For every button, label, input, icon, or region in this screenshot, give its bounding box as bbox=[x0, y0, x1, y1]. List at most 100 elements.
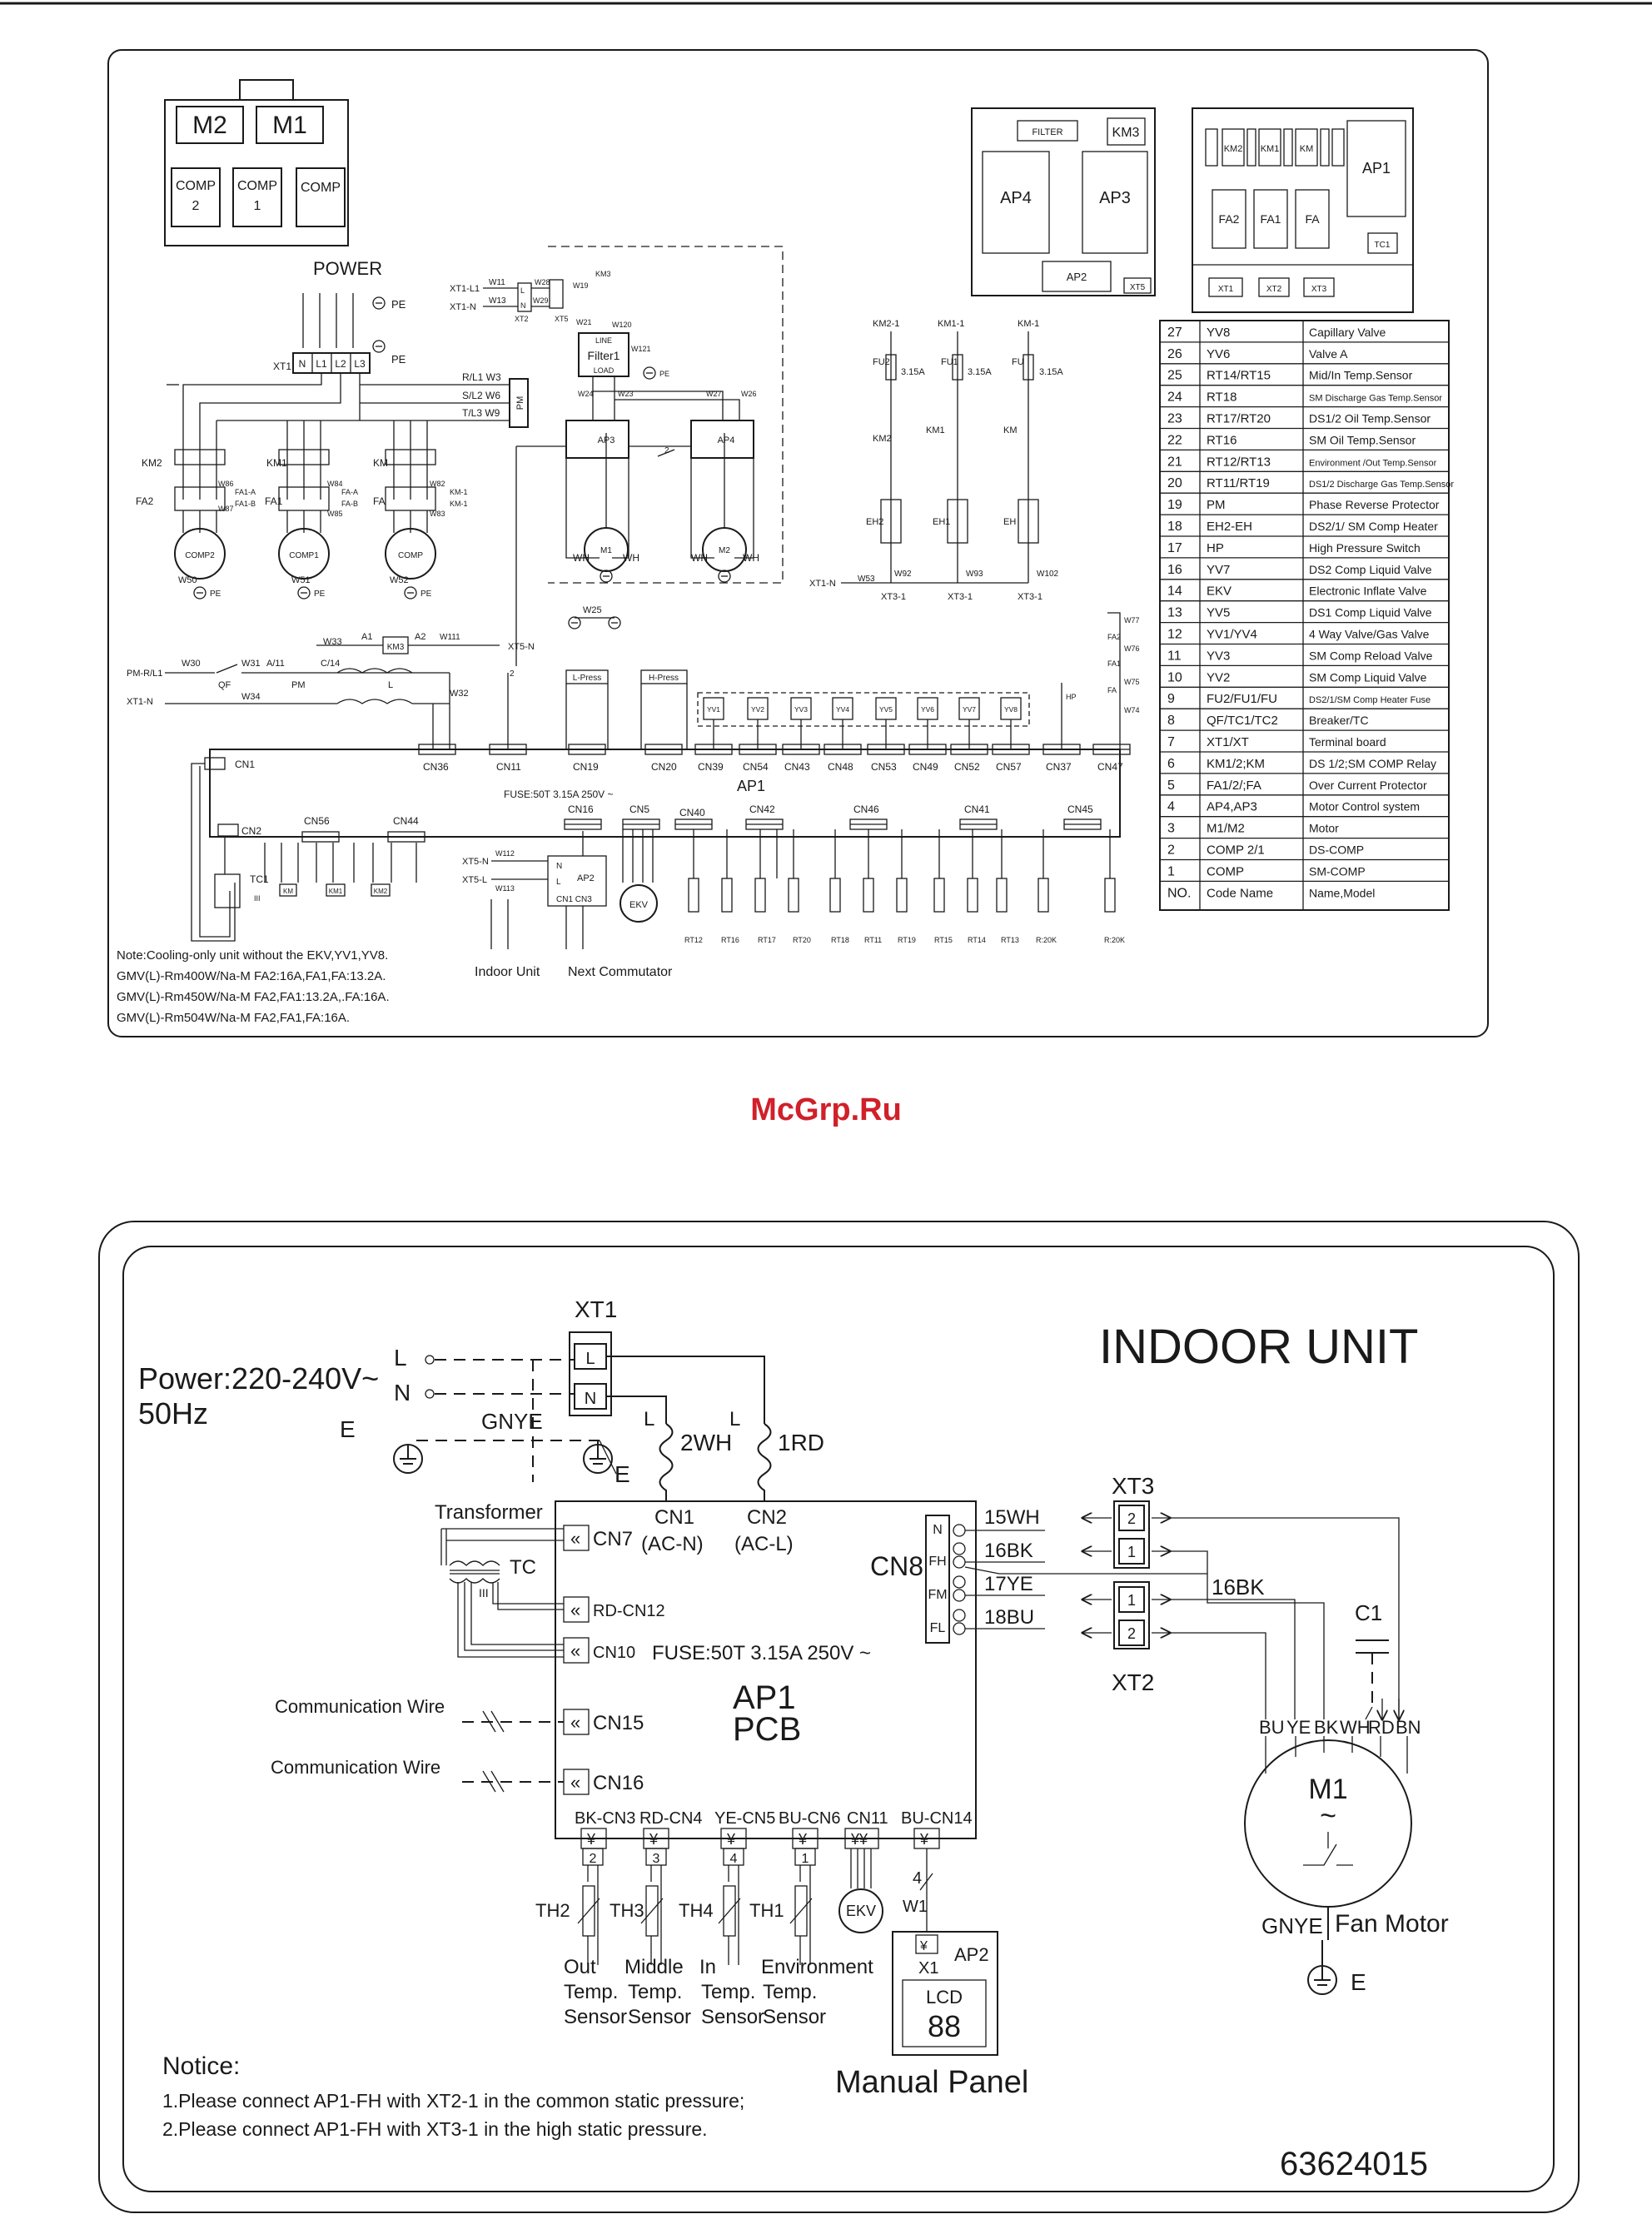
svg-text:KM2: KM2 bbox=[1224, 144, 1243, 154]
note-line-2: GMV(L)-Rm400W/Na-M FA2:16A,FA1,FA:13.2A. bbox=[117, 969, 386, 983]
svg-text:CN39: CN39 bbox=[698, 761, 724, 773]
svg-text:EH2: EH2 bbox=[866, 517, 883, 527]
x1-label: X1 bbox=[918, 1959, 938, 1978]
indoor-frame-outer bbox=[98, 1221, 1580, 2213]
svg-text:FA2: FA2 bbox=[136, 495, 154, 507]
lcd-digits: 88 bbox=[928, 2009, 961, 2043]
legend-cell: YV2 bbox=[1207, 670, 1230, 684]
svg-text:3.15A: 3.15A bbox=[1039, 367, 1063, 377]
fan-wires: 15WH 16BK 17YE 18BU 16BK bbox=[964, 1506, 1265, 1629]
manual-panel-label: Manual Panel bbox=[835, 2065, 1028, 2100]
cn7-label: CN7 bbox=[593, 1528, 633, 1550]
comm-wire-2: Communication Wire bbox=[271, 1757, 440, 1778]
svg-text:CN54: CN54 bbox=[743, 761, 769, 773]
legend-cell: 14 bbox=[1167, 585, 1182, 599]
svg-text:L: L bbox=[729, 1408, 740, 1430]
filter1: Filter1 bbox=[588, 349, 620, 362]
svg-text:W92: W92 bbox=[894, 570, 912, 579]
ye-cn5: YE-CN5 bbox=[714, 1809, 775, 1828]
svg-text:«: « bbox=[570, 1712, 580, 1733]
m1-label: M1 bbox=[1308, 1774, 1347, 1805]
xt3-pin-2: 2 bbox=[1127, 1510, 1136, 1527]
svg-text:KM1: KM1 bbox=[266, 457, 287, 469]
svg-text:YV6: YV6 bbox=[921, 705, 934, 714]
legend-cell: DS 1/2;SM COMP Relay bbox=[1309, 757, 1436, 770]
svg-text:KM2: KM2 bbox=[374, 888, 388, 895]
legend-cell: Phase Reverse Protector bbox=[1309, 498, 1440, 511]
pm-box: PM bbox=[515, 396, 525, 410]
svg-text:YV5: YV5 bbox=[879, 705, 893, 714]
legend-cell: DS-COMP bbox=[1309, 843, 1364, 857]
th4-label: TH4 bbox=[679, 1900, 714, 1921]
wire-15wh: 15WH bbox=[984, 1506, 1040, 1529]
legend-cell: 23 bbox=[1167, 412, 1182, 426]
m1-tilde: ~ bbox=[1320, 1800, 1336, 1832]
svg-text:A/11: A/11 bbox=[266, 659, 285, 669]
legend-cell: YV5 bbox=[1207, 606, 1230, 620]
legend-cell: RT12/RT13 bbox=[1207, 455, 1271, 469]
svg-text:FU2: FU2 bbox=[873, 357, 890, 367]
svg-text:R:20K: R:20K bbox=[1104, 936, 1125, 944]
svg-text:KM2-1: KM2-1 bbox=[873, 319, 899, 329]
svg-text:KM3: KM3 bbox=[387, 643, 405, 652]
indoor-xt1: XT1 L N L L 2WH 1RD bbox=[569, 1296, 824, 1501]
svg-text:CN41: CN41 bbox=[964, 804, 990, 815]
legend-cell: RT17/RT20 bbox=[1207, 412, 1271, 426]
svg-text:XT5-N: XT5-N bbox=[462, 857, 489, 867]
svg-text:XT5-L: XT5-L bbox=[462, 875, 487, 885]
svg-text:W84: W84 bbox=[327, 480, 343, 488]
legend-cell: Environment /Out Temp.Sensor bbox=[1309, 458, 1437, 468]
legend-cell: SM-COMP bbox=[1309, 864, 1366, 878]
svg-text:CN56: CN56 bbox=[304, 815, 330, 827]
svg-text:E: E bbox=[615, 1461, 630, 1487]
wire-17ye: 17YE bbox=[984, 1573, 1033, 1595]
cabinet-m2: M2 bbox=[192, 112, 227, 139]
svg-text:W82: W82 bbox=[430, 480, 445, 488]
pin-4: 4 bbox=[730, 1852, 738, 1866]
svg-text:FA1: FA1 bbox=[1261, 212, 1281, 226]
outdoor-fuse: FUSE:50T 3.15A 250V ~ bbox=[504, 789, 614, 800]
svg-text:FA1: FA1 bbox=[265, 495, 283, 507]
cn11: CN11 bbox=[847, 1809, 888, 1828]
svg-text:WH: WH bbox=[743, 552, 759, 564]
svg-text:PE: PE bbox=[314, 590, 326, 599]
svg-text:L: L bbox=[388, 680, 393, 690]
outdoor-frame bbox=[107, 49, 1489, 1037]
svg-text:¥: ¥ bbox=[798, 1831, 808, 1848]
legend-cell: 3 bbox=[1167, 822, 1175, 836]
legend-cell: DS1/2 Oil Temp.Sensor bbox=[1309, 412, 1431, 425]
svg-text:FA1-B: FA1-B bbox=[235, 500, 256, 508]
legend-cell: 27 bbox=[1167, 326, 1182, 340]
svg-text:W113: W113 bbox=[495, 884, 515, 893]
svg-text:W50: W50 bbox=[178, 575, 197, 585]
cn1-label: CN1 bbox=[654, 1506, 694, 1529]
svg-text:W26: W26 bbox=[741, 390, 757, 398]
legend-cell: 7 bbox=[1167, 735, 1175, 749]
svg-text:FU1: FU1 bbox=[941, 357, 958, 367]
svg-text:KM2: KM2 bbox=[873, 434, 892, 444]
indoor-ap1: AP1 bbox=[733, 1679, 796, 1716]
power-frequency: 50Hz bbox=[138, 1396, 208, 1430]
note-line-4: GMV(L)-Rm504W/Na-M FA2,FA1,FA:16A. bbox=[117, 1011, 350, 1025]
lcd-label: LCD bbox=[926, 1987, 963, 2008]
motor-wire-bk: BK bbox=[1314, 1717, 1339, 1738]
box-ap4: AP4 bbox=[1000, 189, 1032, 207]
svg-text:A2: A2 bbox=[415, 632, 425, 642]
svg-text:XT3-1: XT3-1 bbox=[948, 592, 973, 602]
svg-text:W74: W74 bbox=[1124, 706, 1140, 714]
sensor-env-1: Environment bbox=[761, 1956, 873, 1978]
cn8-pin-fl: FL bbox=[930, 1621, 946, 1635]
tc-label: TC bbox=[510, 1556, 536, 1579]
svg-text:W31: W31 bbox=[241, 659, 261, 669]
wire-16bk: 16BK bbox=[984, 1540, 1033, 1562]
svg-text:XT5-N: XT5-N bbox=[508, 642, 535, 652]
legend-cell: 17 bbox=[1167, 541, 1182, 555]
box-xt5: XT5 bbox=[1130, 283, 1146, 292]
legend-cell: 18 bbox=[1167, 520, 1182, 534]
legend-cell: Name,Model bbox=[1309, 886, 1375, 899]
legend-cell: DS2/1/SM Comp Heater Fuse bbox=[1309, 695, 1431, 705]
svg-text:PE: PE bbox=[659, 370, 669, 378]
legend-cell: FU2/FU1/FU bbox=[1207, 692, 1277, 706]
pin-1: 1 bbox=[802, 1852, 809, 1866]
box-ap3: AP3 bbox=[1099, 189, 1131, 207]
